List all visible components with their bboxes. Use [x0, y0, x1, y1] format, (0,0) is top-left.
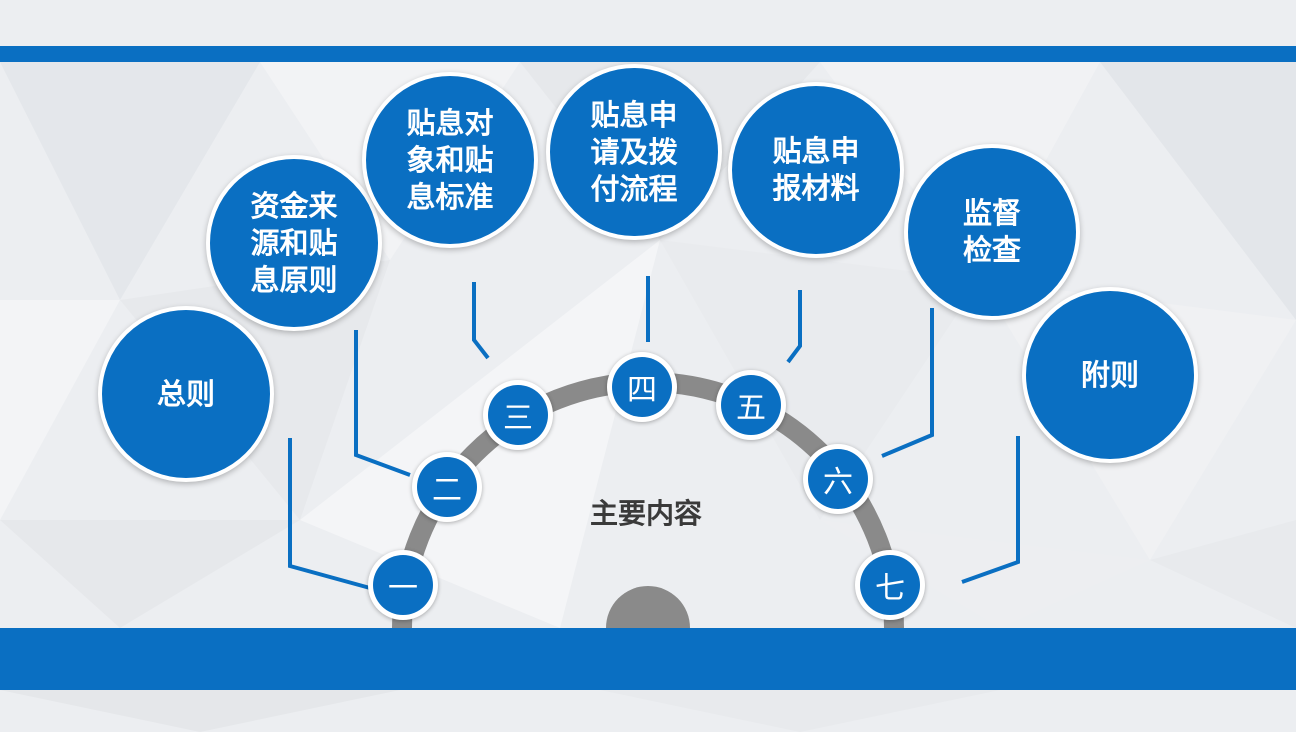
- number-text-4: 四: [612, 357, 672, 417]
- connector-3: [472, 282, 490, 360]
- number-text-1: 一: [373, 555, 433, 615]
- number-badge-1: 一: [368, 550, 438, 620]
- topic-circle-6: 监督 检查: [904, 144, 1080, 320]
- number-text-5: 五: [721, 375, 781, 435]
- connector-2: [354, 330, 411, 477]
- center-title: 主要内容: [589, 497, 702, 530]
- number-text-6: 六: [808, 449, 868, 509]
- number-badge-7: 七: [855, 550, 925, 620]
- topic-circle-2: 资金来 源和贴 息原则: [206, 155, 382, 331]
- number-badge-2: 二: [412, 452, 482, 522]
- center-semicircle: [606, 586, 690, 628]
- number-badge-6: 六: [803, 444, 873, 514]
- topic-label-4: 贴息申 请及拨 付流程: [590, 97, 678, 206]
- topic-circle-1: 总则: [98, 306, 274, 482]
- number-text-3: 三: [488, 385, 548, 445]
- topic-circle-4: 贴息申 请及拨 付流程: [546, 64, 722, 240]
- topic-circle-5: 贴息申 报材料: [728, 82, 904, 258]
- topic-label-2: 资金来 源和贴 息原则: [250, 188, 338, 297]
- topic-label-3: 贴息对 象和贴 息标准: [406, 105, 494, 214]
- topic-label-5: 贴息申 报材料: [772, 134, 860, 205]
- topic-circle-3: 贴息对 象和贴 息标准: [362, 72, 538, 248]
- topic-label-1: 总则: [156, 376, 215, 411]
- topic-circle-7: 附则: [1022, 287, 1198, 463]
- number-text-7: 七: [860, 555, 920, 615]
- bottom-banner: [0, 628, 1296, 690]
- topic-label-6: 监督 检查: [962, 196, 1021, 267]
- number-badge-4: 四: [607, 352, 677, 422]
- connector-1: [288, 438, 371, 590]
- connector-7: [961, 436, 1020, 584]
- top-banner: [0, 46, 1296, 62]
- connector-6: [881, 308, 934, 458]
- topic-label-7: 附则: [1080, 357, 1139, 392]
- number-badge-3: 三: [483, 380, 553, 450]
- number-badge-5: 五: [716, 370, 786, 440]
- number-text-2: 二: [417, 457, 477, 517]
- connector-5: [786, 290, 802, 364]
